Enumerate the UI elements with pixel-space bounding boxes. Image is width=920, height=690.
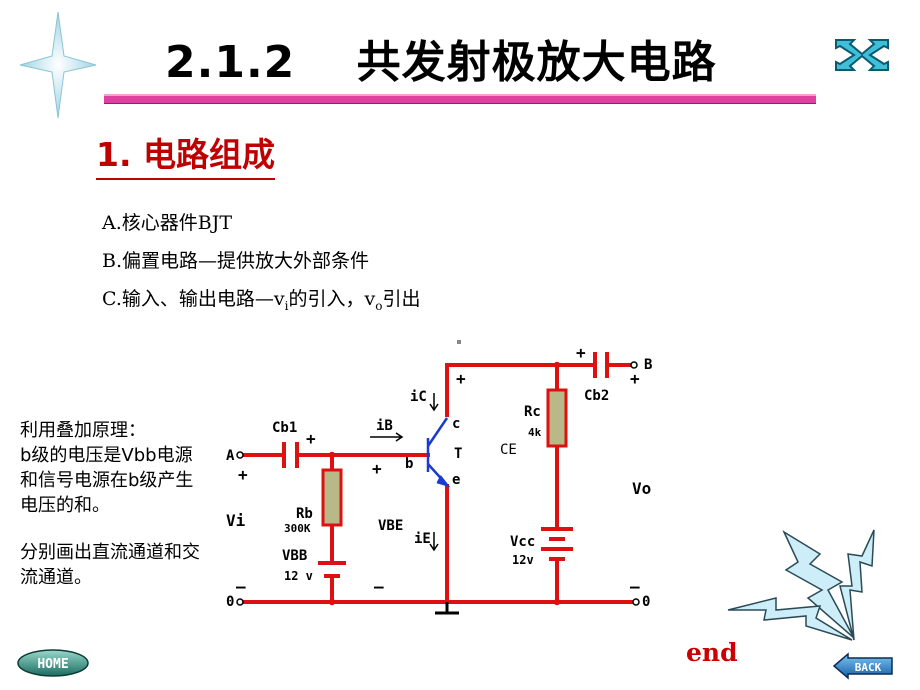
ground-symbol — [435, 602, 459, 615]
home-label: HOME — [37, 657, 68, 672]
label-rc-value: 4k — [528, 426, 542, 439]
item-c: C.输入、输出电路—vi的引入，vo引出 — [102, 284, 420, 313]
item-c-mid: 的引入，v — [288, 288, 376, 310]
label-b-node: B — [644, 357, 652, 373]
crossed-arrows-icon[interactable] — [832, 34, 892, 76]
label-rb-value: 300K — [284, 522, 311, 535]
plus-cb1: + — [306, 429, 316, 448]
transistor-bjt — [426, 417, 451, 488]
terminals — [236, 361, 640, 606]
battery-vcc — [541, 527, 573, 561]
item-a: A.核心器件BJT — [102, 212, 233, 234]
minus-output: – — [630, 577, 640, 596]
current-arrows — [370, 393, 439, 552]
label-vo: Vo — [632, 479, 651, 498]
minus-vbe: – — [374, 577, 384, 596]
label-rc: Rc — [524, 404, 541, 420]
capacitor-cb2 — [593, 352, 609, 378]
label-vcc-value: 12v — [512, 553, 534, 567]
section-heading: 1. 电路组成 — [96, 128, 275, 180]
item-c-suffix: 引出 — [382, 288, 421, 310]
slide-title: 2.1.2 共发射极放大电路 — [165, 37, 717, 88]
side-note: 利用叠加原理： b级的电压是Vbb电源和信号电源在b级产生电压的和。 分别画出直… — [20, 418, 210, 590]
title-divider — [104, 94, 816, 104]
label-e: e — [452, 472, 460, 488]
plus-collector: + — [456, 369, 466, 388]
vo-subscript: o — [375, 298, 383, 313]
plus-base: + — [372, 459, 382, 478]
resistor-rc — [546, 388, 568, 448]
label-t: T — [454, 446, 462, 462]
label-vcc: Vcc — [510, 534, 535, 550]
plus-input: + — [238, 465, 248, 484]
label-ie: iE — [414, 531, 431, 547]
minus-input: – — [236, 577, 246, 596]
label-vbe: VBE — [378, 518, 403, 534]
label-zero-left: 0 — [226, 594, 234, 610]
plus-output: + — [630, 369, 640, 388]
label-cb2: Cb2 — [584, 388, 609, 404]
label-vbb-value: 12 v — [284, 569, 313, 583]
vi-subscript: i — [284, 298, 289, 313]
label-ib: iB — [376, 418, 393, 434]
lightning-bolt-icon — [727, 529, 875, 641]
label-vbb: VBB — [282, 548, 307, 564]
end-label: end — [686, 638, 738, 667]
label-b: b — [405, 456, 413, 472]
capacitor-cb1 — [282, 442, 299, 468]
label-c: c — [452, 416, 460, 432]
plus-cb2: + — [576, 343, 586, 362]
dot-mark — [457, 340, 461, 344]
star-icon — [19, 11, 97, 119]
wire-collector — [445, 363, 559, 417]
note-line-3: 分别画出直流通道和交流通道。 — [20, 542, 200, 588]
home-button[interactable]: HOME — [16, 648, 90, 678]
label-cb1: Cb1 — [272, 420, 297, 436]
item-c-prefix: C.输入、输出电路—v — [102, 288, 285, 310]
label-ce: CE — [500, 442, 517, 458]
back-label: BACK — [855, 661, 882, 674]
resistor-rb — [321, 468, 343, 527]
note-line-2: b级的电压是Vbb电源和信号电源在b级产生电压的和。 — [20, 445, 194, 516]
back-button[interactable]: BACK — [832, 652, 894, 680]
item-b: B.偏置电路—提供放大外部条件 — [102, 250, 370, 272]
label-rb: Rb — [296, 506, 313, 522]
note-line-1: 利用叠加原理： — [20, 420, 146, 441]
label-zero-right: 0 — [642, 594, 650, 610]
label-vi: Vi — [226, 511, 246, 530]
label-a: A — [226, 448, 235, 464]
label-ic: iC — [410, 389, 427, 405]
battery-vbb — [318, 561, 346, 578]
